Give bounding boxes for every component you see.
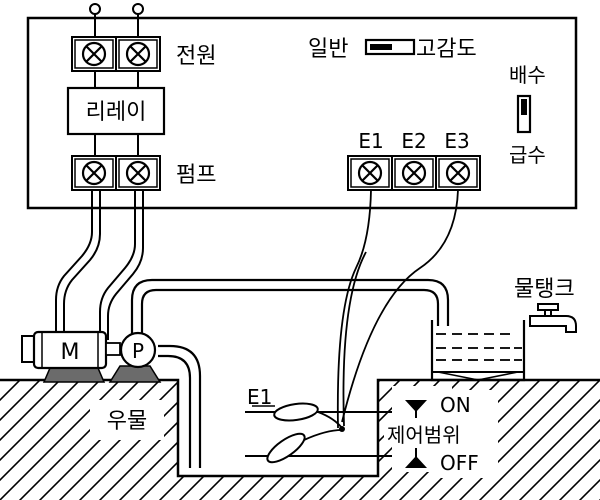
pump-base (108, 365, 162, 383)
electrode-floats (252, 402, 345, 464)
relay-label: 리레이 (86, 100, 147, 125)
pump-terminal-label: 펌프 (176, 163, 216, 188)
supply-label: 급수 (509, 143, 546, 167)
terminal-icon (70, 35, 118, 73)
terminal-icon (114, 35, 162, 73)
terminal-icon (390, 154, 438, 192)
control-range-label: 제어범위 (387, 423, 461, 447)
pump-label: P (132, 339, 144, 363)
electrode-terminal-block (346, 154, 482, 192)
pump-terminal-block (70, 154, 162, 192)
e1-terminal-label: E1 (358, 129, 383, 153)
e3-terminal-label: E3 (444, 129, 469, 153)
motor: M (21, 330, 121, 370)
mode-high-label: 고감도 (416, 37, 477, 62)
on-label: ON (440, 393, 471, 417)
pipe-to-tank (130, 278, 450, 335)
electrode-e1-label: E1 (247, 385, 272, 409)
motor-base (42, 367, 106, 383)
motor-cable (55, 190, 144, 340)
electrode-wires (336, 189, 459, 429)
power-label: 전원 (176, 44, 216, 69)
mode-normal-label: 일반 (308, 37, 348, 62)
e2-terminal-label: E2 (401, 129, 426, 153)
water-tank (430, 320, 526, 382)
terminal-icon (114, 154, 162, 192)
motor-label: M (61, 340, 80, 365)
drain-supply-switch[interactable] (516, 94, 532, 134)
tank-label: 물탱크 (514, 277, 575, 302)
sensitivity-switch[interactable] (364, 38, 416, 56)
pump: P (119, 331, 157, 369)
terminal-icon (70, 154, 118, 192)
power-input-wires (89, 3, 144, 38)
power-terminal-block (70, 35, 162, 73)
suction-pipe (158, 344, 202, 468)
relay-box (66, 86, 166, 136)
terminal-icon (434, 154, 482, 192)
off-label: OFF (440, 451, 479, 475)
faucet-icon (529, 303, 577, 333)
well-label: 우물 (107, 409, 147, 434)
drain-label: 배수 (509, 63, 546, 87)
terminal-icon (346, 154, 394, 192)
